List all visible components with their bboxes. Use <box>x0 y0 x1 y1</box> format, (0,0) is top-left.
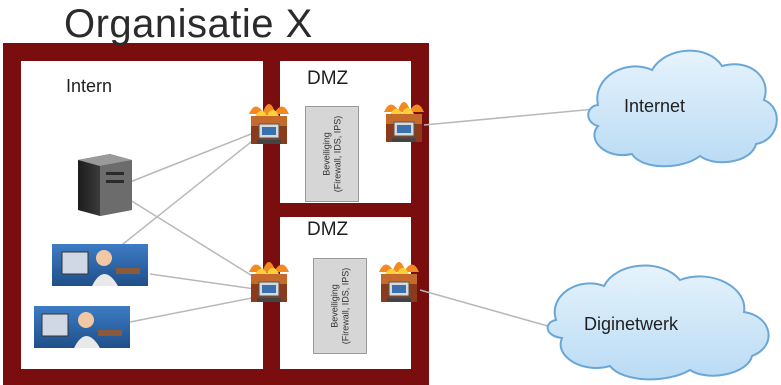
zone-label-dmz-bottom: DMZ <box>307 219 349 240</box>
cloud-label-internet: Internet <box>624 96 686 116</box>
server-icon <box>78 154 132 216</box>
diagram-title: Organisatie X <box>64 2 313 46</box>
security-box-bottom: Beveiliging (Firewall, IDS, IPS) <box>313 258 367 354</box>
security-box-top: Beveiliging (Firewall, IDS, IPS) <box>305 106 359 202</box>
cloud-label-diginetwerk: Diginetwerk <box>584 314 679 334</box>
firewall-icon <box>248 103 290 145</box>
security-box-bottom-text: Beveiliging (Firewall, IDS, IPS) <box>329 268 351 345</box>
firewall-icon <box>383 101 425 143</box>
zone-label-dmz-top: DMZ <box>307 68 349 89</box>
security-box-top-line2: (Firewall, IDS, IPS) <box>332 115 343 193</box>
security-box-top-line1: Beveiliging <box>321 132 332 176</box>
workstation-icon <box>52 244 148 286</box>
diginetwerk-cloud <box>546 264 770 381</box>
firewall-icon <box>378 261 420 303</box>
security-box-bottom-line1: Beveiliging <box>329 284 340 328</box>
internet-cloud <box>587 49 778 168</box>
firewall-icon <box>248 261 290 303</box>
zone-divider-horizontal <box>263 203 420 217</box>
workstation-icon <box>34 306 130 348</box>
connections <box>117 107 607 331</box>
zone-label-intern: Intern <box>66 76 113 96</box>
security-box-top-text: Beveiliging (Firewall, IDS, IPS) <box>321 116 343 193</box>
security-box-bottom-line2: (Firewall, IDS, IPS) <box>340 267 351 345</box>
